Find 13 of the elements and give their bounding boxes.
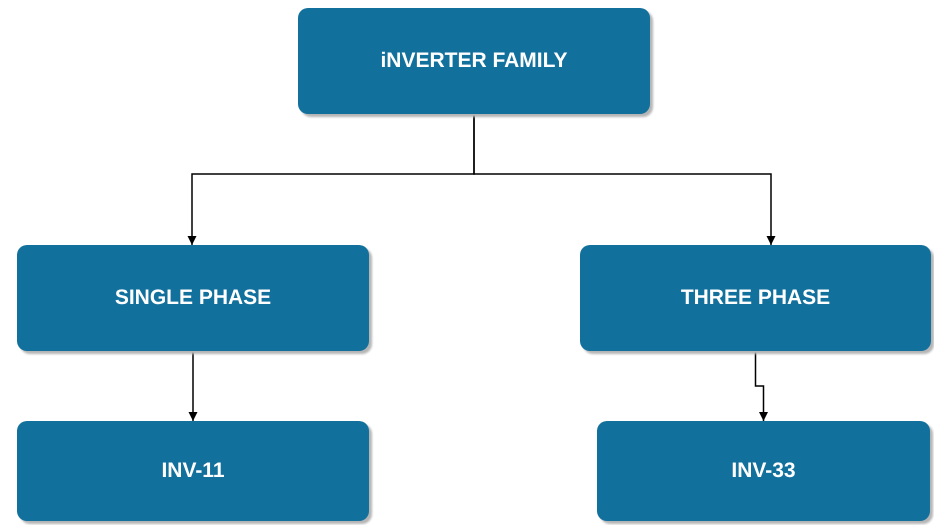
arrow: [473, 114, 776, 245]
process-box: [17, 245, 369, 351]
arrow: [754, 351, 768, 421]
arrow: [188, 351, 198, 421]
box-label: SINGLE PHASE: [114, 286, 272, 310]
process-box: [17, 421, 369, 521]
process-box: [597, 421, 930, 521]
box-label: THREE PHASE: [680, 286, 830, 310]
process-box: [298, 8, 650, 114]
box-label: iNVERTER FAMILY: [380, 49, 568, 73]
box-label: INV-11: [161, 459, 225, 483]
process-box: [580, 245, 931, 351]
box-label: INV-33: [731, 459, 796, 483]
